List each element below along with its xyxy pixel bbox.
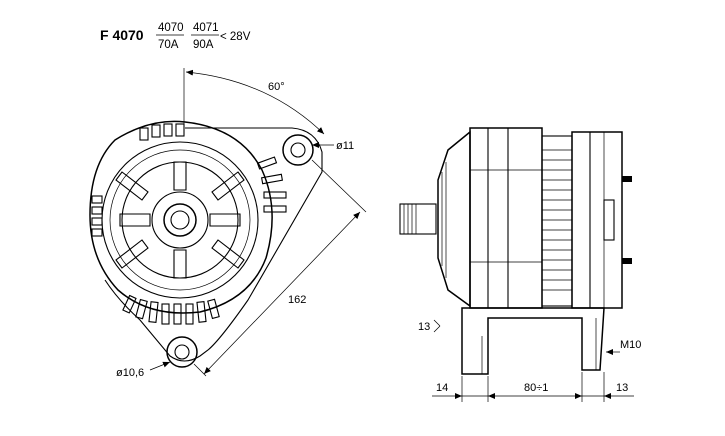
hub-shaft <box>170 210 190 230</box>
voltage-label: < 28V <box>220 31 251 43</box>
dim-right-label: 13 <box>616 382 628 394</box>
left-slots <box>91 195 103 237</box>
stator-body <box>469 127 543 309</box>
span-label: 162 <box>288 294 306 306</box>
angle-arc <box>185 69 325 135</box>
front-view: 60° ø11 162 ø10,6 <box>89 68 367 379</box>
housing-ribs <box>115 161 245 279</box>
hub-pulley <box>163 203 197 237</box>
rear-fins <box>541 135 573 307</box>
rear-plate <box>603 199 615 241</box>
angle-label: 60° <box>268 81 285 93</box>
bolt-label: M10 <box>620 339 641 351</box>
bottom-hole-label: ø10,6 <box>116 367 144 379</box>
top-hole-label: ø11 <box>336 140 354 152</box>
span-dimension <box>203 211 361 375</box>
gap-label: 13 <box>418 321 430 333</box>
extension-line <box>193 363 207 377</box>
model-title: F 4070 <box>100 27 144 43</box>
gap-marker <box>433 319 441 327</box>
terminals <box>622 176 632 264</box>
variant-current: 70A <box>158 39 179 51</box>
bottom-hole-leader <box>149 361 171 371</box>
dim-middle-label: 80÷1 <box>524 382 548 394</box>
variant-code: 4070 <box>158 22 184 34</box>
front-shield <box>437 130 471 308</box>
bottom-slots <box>122 294 220 325</box>
inner-ring <box>109 149 251 291</box>
variant-4071: 4071 90A <box>191 22 219 51</box>
side-view: 13 M10 14 80÷1 13 <box>399 127 641 402</box>
mounting-foot <box>461 307 605 375</box>
header: F 4070 4070 70A 4071 90A < 28V <box>100 22 251 51</box>
variant-current: 90A <box>193 39 214 51</box>
dim-left-label: 14 <box>436 382 448 394</box>
rotor-ring <box>121 161 239 279</box>
top-slots <box>139 123 185 141</box>
top-mounting-hole <box>282 134 314 166</box>
variant-4070: 4070 70A <box>156 22 184 51</box>
gap-marker <box>433 325 441 333</box>
outer-ring <box>101 141 259 299</box>
variant-code: 4071 <box>193 22 219 34</box>
extension-line <box>311 159 367 213</box>
hub-outer <box>151 191 209 249</box>
shaft <box>399 203 437 235</box>
bottom-mounting-hole <box>166 336 198 368</box>
